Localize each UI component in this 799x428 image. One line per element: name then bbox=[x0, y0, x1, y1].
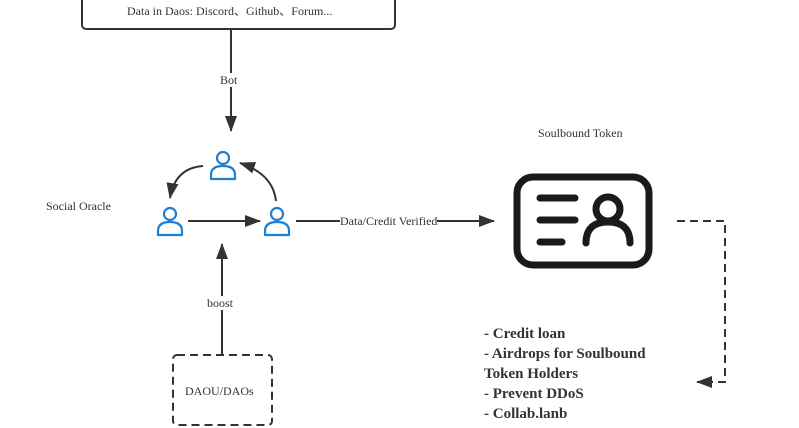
use-case-list: - Credit loan - Airdrops for Soulbound T… bbox=[484, 324, 646, 424]
verified-label: Data/Credit Verified bbox=[340, 214, 438, 228]
data-source-box[interactable] bbox=[81, 0, 396, 30]
use-case-item: - Prevent DDoS bbox=[484, 386, 584, 402]
daou-box[interactable] bbox=[172, 354, 273, 426]
use-case-item: - Collab.lanb bbox=[484, 406, 568, 422]
use-case-item: Token Holders bbox=[484, 366, 579, 382]
daou-label: DAOU/DAOs bbox=[185, 384, 254, 398]
boost-label: boost bbox=[207, 296, 234, 310]
bot-label: Bot bbox=[220, 73, 238, 87]
user-icon-left[interactable] bbox=[156, 206, 184, 237]
oracle-edge-right-to-top bbox=[239, 162, 277, 202]
use-case-edge bbox=[677, 220, 726, 388]
social-oracle-label: Social Oracle bbox=[46, 199, 111, 213]
data-source-label: Data in Daos: Discord、Github、Forum... bbox=[127, 4, 333, 18]
soulbound-token-label: Soulbound Token bbox=[538, 126, 623, 140]
user-icon-right[interactable] bbox=[263, 206, 291, 237]
id-card-icon[interactable] bbox=[513, 173, 653, 269]
use-case-item: - Airdrops for Soulbound bbox=[484, 346, 646, 362]
use-case-item: - Credit loan bbox=[484, 326, 566, 342]
user-icon-top[interactable] bbox=[209, 150, 237, 181]
oracle-edge-top-to-left bbox=[166, 165, 204, 199]
